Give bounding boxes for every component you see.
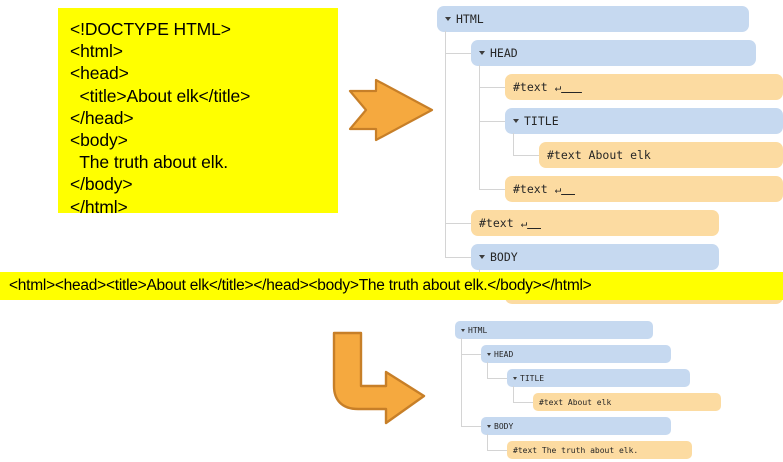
tree-row[interactable]: TITLE <box>455 366 783 390</box>
dom-text-node[interactable]: #text ↵ <box>471 210 719 236</box>
tree-connector-line <box>461 338 462 426</box>
chevron-down-icon[interactable] <box>513 119 519 123</box>
chevron-down-icon[interactable] <box>487 424 491 428</box>
dom-element-node[interactable]: HTML <box>455 321 653 339</box>
dom-node-value: ↵ <box>554 183 562 196</box>
dom-element-node[interactable]: TITLE <box>507 369 690 387</box>
tree-row[interactable]: BODY <box>437 240 783 274</box>
tree-row[interactable]: HTML <box>455 318 783 342</box>
tree-connector-line <box>513 155 539 156</box>
dom-text-node[interactable]: #text About elk <box>533 393 721 411</box>
tree-row[interactable]: #text ↵ <box>437 172 783 206</box>
tree-connector-line <box>445 31 446 257</box>
dom-text-node[interactable]: #text ↵ <box>505 176 783 202</box>
tree-row[interactable]: TITLE <box>437 104 783 138</box>
dom-node-label: #text <box>513 445 538 455</box>
dom-node-label: #text <box>513 80 548 94</box>
dom-node-label: HTML <box>456 12 484 26</box>
dom-node-value: ↵ <box>554 81 562 94</box>
chevron-down-icon[interactable] <box>445 17 451 21</box>
code-line: The truth about elk. <box>70 152 228 173</box>
tree-row[interactable]: HEAD <box>437 36 783 70</box>
chevron-down-icon[interactable] <box>479 51 485 55</box>
chevron-down-icon[interactable] <box>513 376 517 380</box>
dom-element-node[interactable]: TITLE <box>505 108 783 134</box>
dom-node-value: ↵ <box>520 217 528 230</box>
dom-node-label: #text <box>547 148 582 162</box>
code-line: <!DOCTYPE HTML> <box>70 19 231 39</box>
dom-node-label: #text <box>479 216 514 230</box>
tree-connector-line <box>487 362 488 378</box>
dom-node-label: HEAD <box>490 46 518 60</box>
tree-row[interactable]: #text About elk <box>437 138 783 172</box>
code-line: <head> <box>70 63 129 84</box>
dom-node-label: TITLE <box>524 114 559 128</box>
tree-connector-line <box>513 133 514 155</box>
dom-element-node[interactable]: HEAD <box>481 345 671 363</box>
tree-connector-line <box>487 450 507 451</box>
dom-text-node[interactable]: #text The truth about elk. <box>507 441 692 459</box>
dom-node-label: BODY <box>494 421 514 431</box>
dom-text-node[interactable]: #text About elk <box>539 142 783 168</box>
html-source-code-block: <!DOCTYPE HTML><html><head> <title>About… <box>58 8 338 217</box>
code-line: <body> <box>70 130 128 151</box>
tree-connector-line <box>445 223 471 224</box>
tree-connector-line <box>479 121 505 122</box>
tree-row[interactable]: HTML <box>437 2 783 36</box>
tree-row[interactable]: #text ↵ <box>437 206 783 240</box>
dom-element-node[interactable]: HTML <box>437 6 749 32</box>
tree-connector-line <box>513 386 514 402</box>
tree-connector-line <box>445 53 471 54</box>
tree-row[interactable]: #text ↵ <box>437 70 783 104</box>
tree-connector-line <box>461 426 481 427</box>
tree-row[interactable]: BODY <box>455 414 783 438</box>
dom-node-label: HEAD <box>494 349 514 359</box>
code-line: </html> <box>70 196 128 217</box>
dom-node-label: BODY <box>490 250 518 264</box>
dom-node-value: About elk <box>581 148 651 162</box>
dom-node-label: #text <box>539 397 564 407</box>
dom-element-node[interactable]: BODY <box>481 417 671 435</box>
code-line: <html> <box>70 41 123 62</box>
code-line: </head> <box>70 107 134 128</box>
chevron-down-icon[interactable] <box>487 352 491 356</box>
tree-connector-line <box>487 434 488 450</box>
chevron-down-icon[interactable] <box>461 328 465 332</box>
tree-connector-line <box>487 378 507 379</box>
right-arrow-icon <box>348 78 434 142</box>
tree-connector-line <box>479 65 480 189</box>
tree-row[interactable]: HEAD <box>455 342 783 366</box>
code-line: <title>About elk</title> <box>70 85 251 106</box>
tree-row[interactable]: #text About elk <box>455 390 783 414</box>
dom-text-node[interactable]: #text ↵ <box>505 74 783 100</box>
tree-connector-line <box>513 402 533 403</box>
chevron-down-icon[interactable] <box>479 255 485 259</box>
tree-connector-line <box>479 87 505 88</box>
tree-connector-line <box>461 354 481 355</box>
tree-connector-line <box>445 257 471 258</box>
minified-html-banner: <html><head><title>About elk</title></he… <box>0 272 783 300</box>
bent-down-right-arrow-icon <box>308 330 428 430</box>
dom-node-value: The truth about elk. <box>537 445 639 455</box>
code-line: </body> <box>70 174 133 195</box>
dom-element-node[interactable]: HEAD <box>471 40 756 66</box>
minified-html-text: <html><head><title>About elk</title></he… <box>9 277 592 294</box>
dom-node-label: TITLE <box>520 373 545 383</box>
dom-node-value: About elk <box>563 397 612 407</box>
dom-node-label: HTML <box>468 325 488 335</box>
dom-element-node[interactable]: BODY <box>471 244 719 270</box>
tree-connector-line <box>479 189 505 190</box>
dom-node-label: #text <box>513 182 548 196</box>
